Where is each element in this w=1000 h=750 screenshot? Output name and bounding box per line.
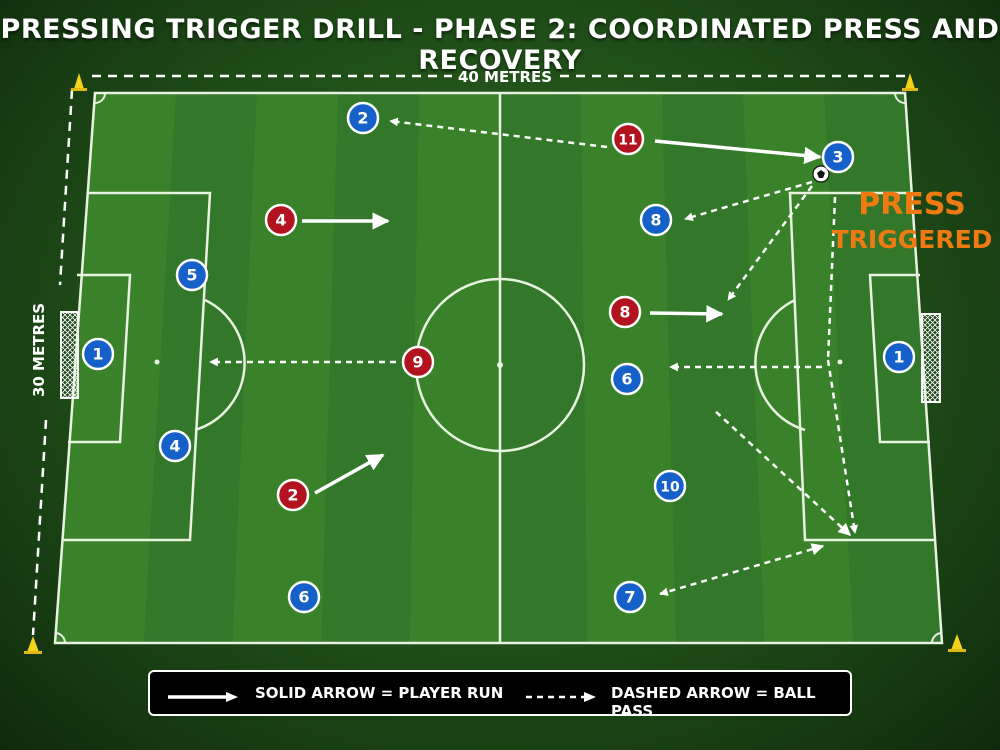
red-player-marker	[611, 122, 645, 156]
dashed-arrow-sample	[526, 692, 596, 702]
red-player-number: 8	[619, 303, 630, 322]
pass-arrow-to-blue-10-area	[713, 409, 851, 536]
red-player-number: 9	[412, 353, 423, 372]
goal-net-icon	[921, 313, 941, 403]
blue-player-number: 4	[169, 437, 180, 456]
center-spot	[497, 362, 503, 368]
blue-player-marker	[639, 203, 673, 237]
pass-line-ball-down	[826, 196, 837, 361]
red-player-marker	[264, 203, 298, 237]
right-penalty-spot	[837, 359, 843, 365]
red-player-number: 11	[618, 133, 637, 149]
pitch-boundary	[53, 91, 944, 645]
right-goal-area	[868, 273, 930, 444]
blue-player-number: 6	[298, 588, 309, 607]
run-arrow-red-11	[654, 139, 822, 165]
blue-player-marker	[346, 101, 380, 135]
blue-player-marker	[610, 362, 644, 396]
blue-player-number: 1	[92, 345, 103, 364]
press-label-line2: TRIGGERED	[832, 225, 993, 254]
run-arrow-red-2	[314, 453, 385, 495]
left-penalty-spot	[154, 359, 160, 365]
page-title: PRESSING TRIGGER DRILL - PHASE 2: COORDI…	[0, 14, 1000, 76]
red-player-2: 2	[276, 478, 310, 512]
blue-player-number: 2	[357, 109, 368, 128]
press-label-line1: PRESS	[858, 187, 965, 222]
blue-player-number: 6	[621, 370, 632, 389]
right-penalty-arc	[754, 298, 806, 432]
cone-icon	[902, 73, 918, 91]
pass-arrow-to-blue-2	[389, 117, 608, 149]
height-dimension: 30 METRES	[30, 89, 74, 636]
blue-player-5: 5	[175, 258, 209, 292]
football-icon	[812, 165, 830, 183]
pass-arrow-to-red-8	[726, 185, 814, 301]
red-player-number: 2	[287, 486, 298, 505]
blue-player-6: 6	[610, 362, 644, 396]
blue-player-marker	[613, 580, 647, 614]
blue-player-number: 7	[624, 588, 635, 607]
red-team: 11 4 8 9 2	[264, 122, 645, 512]
blue-player-marker	[821, 140, 855, 174]
blue-player-number: 5	[186, 266, 197, 285]
left-goal-area	[68, 273, 132, 444]
blue-player-4: 4	[158, 429, 192, 463]
blue-player-6: 6	[287, 580, 321, 614]
blue-player-2: 2	[346, 101, 380, 135]
pass-arrow-to-blue-8-top	[684, 180, 813, 221]
player-runs	[302, 139, 822, 495]
legend-dashed-label: DASHED ARROW = BALL PASS	[611, 684, 816, 720]
run-arrow-red-8	[649, 305, 724, 323]
left-penalty-area	[62, 191, 212, 542]
cone-icon	[24, 636, 42, 654]
blue-player-7: 7	[613, 580, 647, 614]
solid-arrow-sample	[168, 692, 238, 702]
blue-player-number: 1	[893, 348, 904, 367]
blue-player-8: 8	[639, 203, 673, 237]
red-player-11: 11	[611, 122, 645, 156]
blue-player-number: 8	[650, 211, 661, 230]
red-player-9: 9	[401, 345, 435, 379]
blue-player-marker	[81, 337, 115, 371]
blue-player-number: 3	[832, 148, 843, 167]
blue-player-3: 3	[821, 140, 855, 174]
height-label: 30 METRES	[30, 303, 48, 397]
legend-solid-label: SOLID ARROW = PLAYER RUN	[255, 684, 504, 702]
red-player-number: 4	[275, 211, 286, 230]
blue-player-1: 1	[81, 337, 115, 371]
cone-icon	[948, 634, 966, 652]
red-player-4: 4	[264, 203, 298, 237]
ball-passes	[209, 117, 859, 596]
blue-player-marker	[158, 429, 192, 463]
blue-player-marker	[882, 340, 916, 374]
red-player-marker	[608, 295, 642, 329]
blue-player-marker	[653, 469, 687, 503]
goal-net-icon	[60, 311, 79, 399]
red-player-marker	[401, 345, 435, 379]
red-player-8: 8	[608, 295, 642, 329]
left-penalty-arc	[194, 298, 246, 432]
red-player-marker	[276, 478, 310, 512]
pass-arrow-to-corner	[826, 359, 859, 534]
blue-player-number: 10	[660, 480, 680, 496]
press-triggered-label: PRESS TRIGGERED	[832, 187, 993, 254]
blue-player-marker	[175, 258, 209, 292]
legend: SOLID ARROW = PLAYER RUN DASHED ARROW = …	[148, 670, 852, 720]
cone-icon	[71, 73, 87, 91]
blue-player-1: 1	[882, 340, 916, 374]
width-label: 40 METRES	[458, 68, 552, 86]
blue-player-10: 10	[653, 469, 687, 503]
width-dimension: 40 METRES	[92, 68, 905, 86]
blue-player-marker	[287, 580, 321, 614]
